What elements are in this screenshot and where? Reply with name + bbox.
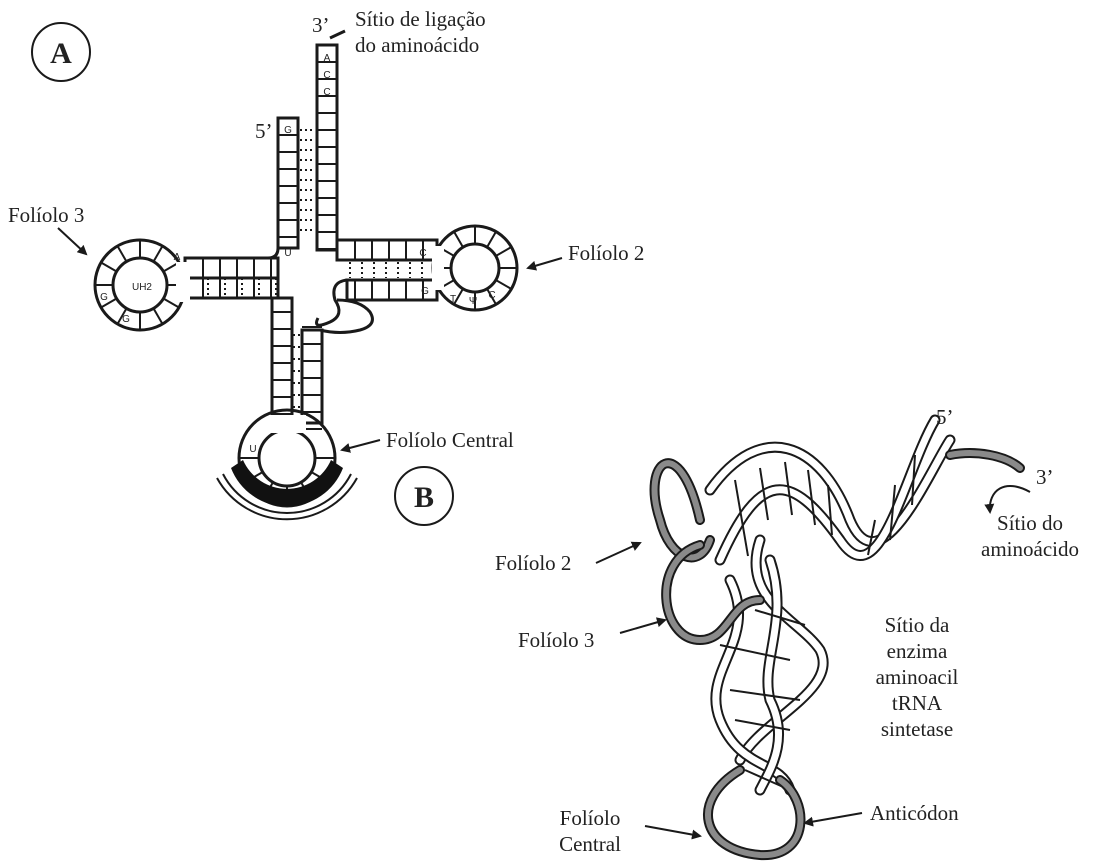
panel-a-badge: A [50, 37, 72, 70]
nucleotide-g-1: G [100, 292, 108, 303]
nucleotide-t: T [450, 294, 456, 305]
site-label-line1: Sítio de ligação [355, 7, 486, 31]
amino-site-line2: aminoácido [981, 537, 1079, 561]
nucleotide-divider [154, 246, 163, 262]
nucleotide-uh2: UH2 [132, 282, 152, 293]
leaflet-2-label: Folíolo 2 [568, 241, 644, 265]
nucleotide-psi: Ψ [469, 296, 477, 307]
end-3-label: 3’ [312, 13, 330, 37]
nucleotide-divider [496, 247, 512, 256]
b-end-5-label: 5’ [936, 405, 954, 429]
enzyme-site-line1: Sítio da [885, 613, 950, 637]
variable-loop [317, 280, 348, 325]
site-label-line2: do aminoácido [355, 33, 479, 57]
b-central-arrow [645, 826, 700, 836]
nucleotide-divider [454, 232, 463, 248]
enzyme-site-line3: aminoacil [876, 665, 959, 689]
anticodon-label: Anticódon [870, 801, 959, 825]
nucleotide-c-right: C [488, 290, 495, 301]
acc-nucleotide-a: A [324, 53, 331, 64]
end-5-label: 5’ [255, 119, 273, 143]
nucleotide-divider [154, 308, 163, 324]
nucleotide-u-top: U [284, 248, 291, 259]
leaflet-central-label: Folíolo Central [386, 428, 514, 452]
amino-site-arrow [990, 486, 1030, 512]
panel-b-badge: B [414, 481, 434, 514]
nucleotide-a: A [174, 252, 181, 263]
amino-site-line1: Sítio do [997, 511, 1063, 535]
enzyme-site-line4: tRNA [892, 691, 943, 715]
b-leaflet-2-label: Folíolo 2 [495, 551, 571, 575]
leaflet-3-label: Folíolo 3 [8, 203, 84, 227]
acc-nucleotide-c2: C [323, 87, 330, 98]
enzyme-site-line5: sintetase [881, 717, 953, 741]
nucleotide-divider [487, 232, 496, 248]
nucleotide-g-bottom: G [421, 286, 429, 297]
panel-a: A 3’ 5’ Sítio de ligação do aminoácido A… [8, 7, 644, 519]
variable-loop-outer [320, 300, 372, 333]
b-central-line2: Central [559, 832, 621, 856]
panel-b: B 5’ 3’ S [395, 405, 1079, 856]
nucleotide-g-5prime: G [284, 125, 292, 136]
leaflet-2-arrow [528, 258, 562, 268]
anticodon-arrow [805, 813, 862, 823]
b-central-line1: Folíolo [560, 806, 621, 830]
leaflet-central-arrow [342, 440, 380, 450]
b-end-3-label: 3’ [1036, 465, 1054, 489]
acc-nucleotide-c1: C [323, 70, 330, 81]
acceptor-helix [710, 420, 950, 560]
end-3-tick [330, 31, 345, 38]
nucleotide-c-top: C [419, 248, 426, 259]
trna-body [716, 540, 823, 790]
b-leaflet-3-arrow [620, 620, 665, 633]
nucleotide-divider [496, 280, 512, 289]
nucleotide-g-2: G [122, 314, 130, 325]
nucleotide-divider [118, 246, 127, 262]
b-leaflet-3-label: Folíolo 3 [518, 628, 594, 652]
nucleotide-divider [101, 263, 117, 272]
nucleotide-u-anticodon: U [249, 444, 256, 455]
b-leaflet-2-arrow [596, 543, 640, 563]
anticodon-arm [239, 298, 335, 506]
acceptor-5-strand [278, 118, 298, 248]
acceptor-hydrogen-bonds [300, 130, 315, 230]
enzyme-site-line2: enzima [887, 639, 948, 663]
leaflet-3-arrow [58, 228, 86, 254]
